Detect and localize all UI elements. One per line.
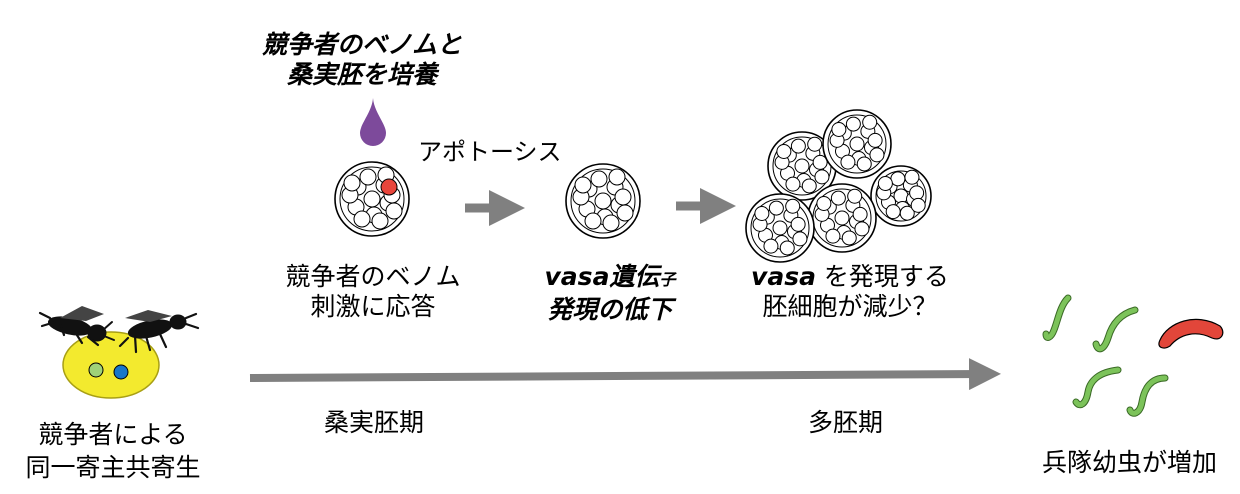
cell [790,138,806,154]
cell [867,132,883,148]
cell [816,196,832,211]
host-caption-line2: 同一寄主共寄生 [25,453,201,482]
cell [353,210,371,228]
cell [590,170,608,188]
period-polyembryo: 多胚期 [808,408,884,437]
morula-after-apoptosis [565,163,641,239]
cell [825,228,841,244]
stage3-caption: vasa を発現する 胚細胞が減少？ [740,262,960,322]
cell [768,200,784,216]
embryo-sphere [767,131,837,201]
cell [594,192,612,210]
stage1-line2: 刺激に応答 [310,292,436,321]
cell [616,204,634,222]
embryo-sphere [807,183,877,253]
cell [910,197,926,213]
cell [841,230,857,246]
cell [904,169,920,185]
cell [602,214,620,232]
cell [869,147,885,163]
stage2-gene-suffix: 遺伝 [609,262,660,291]
cell [849,136,865,152]
cell [862,114,878,130]
cell [814,169,830,185]
embryo-sphere [870,165,932,227]
host-egg [62,331,160,399]
cell [840,154,856,170]
cell [792,231,808,247]
own-egg [113,364,129,380]
cell [831,122,847,137]
result-caption: 兵隊幼虫が増加 [1042,448,1218,477]
stage2-gene: vasa [544,262,610,291]
cell [893,188,909,204]
embryo-sphere [822,109,892,179]
venom-stimulated-cell [380,178,398,196]
cell [385,202,403,220]
cell [359,168,377,186]
apoptosis-label: アポトーシス [418,138,562,166]
wasp-left-icon [38,306,115,347]
cell [845,116,861,132]
stage2-caption: vasa遺伝子 発現の低下 [520,262,700,325]
cell [785,198,801,214]
cell [877,176,893,191]
venom-note-line2: 桑実胚を培養 [286,60,437,89]
cell [909,185,925,201]
cell [856,156,872,172]
cell [371,212,389,230]
cell [754,206,770,221]
stage2-line2: 発現の低下 [547,295,673,324]
stage1-line1: 競争者のベノム [285,262,461,291]
cell [812,154,828,170]
cell [834,210,850,226]
morula-with-venom [334,161,410,237]
competitor-egg [88,362,104,378]
period-morula: 桑実胚期 [324,408,425,437]
soldier-larva-icon [1158,318,1224,349]
cell [772,220,788,236]
venom-note-line1: 競争者のベノムと [261,30,462,59]
cell [794,158,810,174]
cell [608,168,626,186]
polyembryo-cluster [745,109,932,263]
cell [852,206,868,222]
embryo-sphere [745,193,815,263]
cell [363,190,381,208]
cell [854,221,870,237]
cell [847,188,863,204]
stage2-line1: vasa遺伝子 [520,262,700,295]
cell [584,212,602,230]
stage2-gene-suffix-small: 子 [659,270,676,289]
venom-drop-icon [360,98,386,146]
cell [885,204,901,220]
cell [790,216,806,232]
wasp-right-icon [118,310,200,354]
cell [785,176,801,192]
stage3-line2: 胚細胞が減少？ [762,292,938,321]
stage3-line1: vasa を発現する [740,262,960,292]
cell [807,136,823,152]
venom-note: 競争者のベノムと 桑実胚を培養 [250,30,474,90]
larva-green-icon [1092,306,1139,353]
cell [574,176,592,194]
host-caption: 競争者による 同一寄主共寄生 [18,418,208,484]
embryo-sphere [565,163,641,239]
cell [779,240,795,256]
stage3-line1-rest: を発現する [823,262,949,291]
stage3-gene: vasa [751,262,816,291]
cell [614,188,632,206]
cell [763,238,779,254]
cell [343,174,361,192]
stage1-caption: 競争者のベノム 刺激に応答 [268,262,478,322]
cell [830,190,846,206]
cell [776,144,792,159]
timeline-arrow-icon [249,358,1001,391]
host-caption-line1: 競争者による [38,420,188,449]
cell [801,178,817,194]
cell [890,171,906,187]
larvae-group [1042,294,1169,417]
